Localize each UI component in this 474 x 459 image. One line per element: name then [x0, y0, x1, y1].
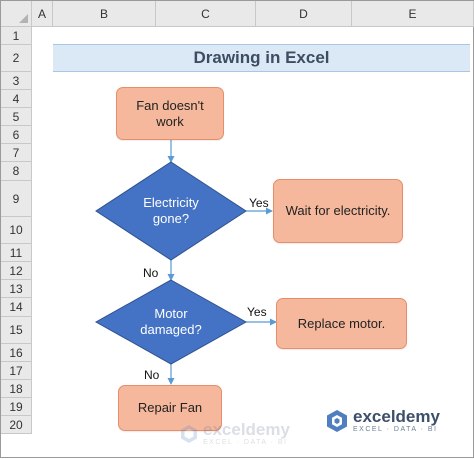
row-header-10[interactable]: 10 [1, 217, 32, 244]
decision2-line2: damaged? [140, 322, 202, 337]
watermark-name: exceldemy [353, 407, 440, 426]
row-header-7[interactable]: 7 [1, 144, 32, 162]
column-header-b[interactable]: B [53, 1, 156, 27]
row-header-13[interactable]: 13 [1, 280, 32, 298]
exceldemy-logo-icon [327, 410, 347, 432]
end-box[interactable]: Repair Fan [118, 385, 222, 431]
watermark: exceldemy EXCEL · DATA · BI [326, 408, 440, 434]
title-cell[interactable]: Drawing in Excel [53, 44, 470, 72]
decision2-no-label: No [144, 368, 160, 382]
end-box-label: Repair Fan [137, 400, 203, 415]
decision1-text: Electricity gone? [121, 195, 221, 227]
column-header-c[interactable]: C [156, 1, 256, 27]
start-box[interactable]: Fan doesn't work [116, 87, 224, 140]
decision-motor-damaged[interactable] [94, 279, 248, 365]
start-box-label: Fan doesn't work [136, 97, 204, 129]
row-header-11[interactable]: 11 [1, 244, 32, 262]
row-header-18[interactable]: 18 [1, 380, 32, 398]
select-all-triangle-icon [19, 14, 28, 23]
column-header-a[interactable]: A [32, 1, 53, 27]
decision2-text: Motor damaged? [121, 306, 221, 338]
row-header-20[interactable]: 20 [1, 416, 32, 434]
action-replace-motor[interactable]: Replace motor. [276, 298, 407, 349]
select-all-corner[interactable] [1, 1, 32, 27]
action-wait-electricity[interactable]: Wait for electricity. [273, 179, 403, 243]
row-header-19[interactable]: 19 [1, 398, 32, 416]
row-header-12[interactable]: 12 [1, 262, 32, 280]
decision2-yes-label: Yes [247, 305, 267, 319]
decision1-line2: gone? [152, 211, 190, 226]
column-header-d[interactable]: D [256, 1, 352, 27]
action2-label: Replace motor. [297, 315, 386, 331]
row-header-1[interactable]: 1 [1, 27, 32, 45]
row-header-6[interactable]: 6 [1, 126, 32, 144]
watermark-faint: exceldemy EXCEL · DATA · BI [179, 421, 290, 447]
exceldemy-logo-icon [181, 425, 197, 443]
decision2-line1: Motor [154, 306, 188, 321]
decision1-no-label: No [143, 266, 159, 280]
decision-electricity-gone[interactable] [95, 161, 247, 261]
row-header-9[interactable]: 9 [1, 181, 32, 217]
row-header-14[interactable]: 14 [1, 298, 32, 317]
row-header-4[interactable]: 4 [1, 90, 32, 108]
watermark-tagline: EXCEL · DATA · BI [353, 426, 438, 433]
row-header-2[interactable]: 2 [1, 45, 32, 72]
row-header-5[interactable]: 5 [1, 108, 32, 126]
row-header-15[interactable]: 15 [1, 317, 32, 344]
row-header-17[interactable]: 17 [1, 362, 32, 380]
row-header-8[interactable]: 8 [1, 162, 32, 181]
page-title: Drawing in Excel [193, 48, 330, 67]
decision1-line1: Electricity [143, 195, 199, 210]
watermark-faint-tagline: EXCEL · DATA · BI [203, 439, 288, 446]
row-header-16[interactable]: 16 [1, 344, 32, 362]
decision1-yes-label: Yes [249, 196, 269, 210]
watermark-faint-name: exceldemy [203, 420, 290, 439]
row-header-3[interactable]: 3 [1, 72, 32, 90]
action1-label: Wait for electricity. [285, 203, 391, 218]
